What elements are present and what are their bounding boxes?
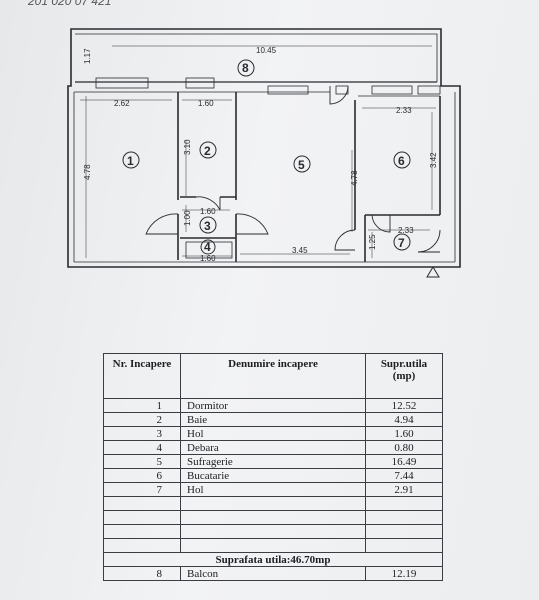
dim-room2-height: 3.10	[183, 139, 192, 155]
cell-area: 7.44	[365, 468, 443, 483]
dim-room7-width: 2.33	[398, 226, 414, 235]
cell-name: Debara	[180, 440, 366, 455]
door-room6	[371, 214, 391, 233]
room-number-1: 1	[127, 154, 134, 168]
window-4	[371, 85, 413, 95]
window-6	[335, 85, 349, 95]
cell-name: Baie	[180, 412, 366, 427]
outer-wall-inner	[75, 33, 438, 82]
door-room1	[145, 213, 179, 235]
cell-name: Sufragerie	[180, 454, 366, 469]
dim-room1-height: 4.78	[83, 164, 92, 180]
cell-nr: 2	[103, 412, 181, 427]
header-area: Supr.utila (mp)	[365, 353, 443, 399]
table-row-empty	[103, 524, 443, 539]
cell-nr: 7	[103, 482, 181, 497]
window-2	[185, 77, 215, 89]
cell-area: 0.80	[365, 440, 443, 455]
header-name: Denumire incapere	[180, 353, 366, 399]
dim-balcony-depth: 1.17	[83, 48, 92, 64]
dim-living-bottom: 3.45	[292, 246, 308, 255]
room-number-6: 6	[398, 154, 405, 168]
dim-room1-width: 2.62	[114, 99, 130, 108]
cell-area: 4.94	[365, 412, 443, 427]
entrance-marker	[426, 266, 440, 278]
room-number-8: 8	[242, 61, 249, 75]
floor-plan: 10.45 1.17 2.62 1.60 2.33 4.78 3.10 4.78…	[67, 28, 461, 278]
handwritten-note: 201 020 07 421	[28, 0, 112, 8]
dim-room7-depth: 1.25	[368, 234, 377, 250]
top-room-line	[74, 91, 440, 97]
door-room5	[235, 213, 269, 235]
cell-area: 12.19	[365, 566, 443, 581]
cell-nr: 3	[103, 426, 181, 441]
room-number-3: 3	[204, 219, 211, 233]
cell-area: 2.91	[365, 482, 443, 497]
summary-row: Suprafata utila:46.70mp	[103, 552, 443, 567]
cell-nr: 5	[103, 454, 181, 469]
table-row-empty	[103, 510, 443, 525]
dim-room2-width: 1.60	[198, 99, 214, 108]
dim-storage-width: 1.60	[200, 254, 216, 263]
dim-room6-width: 2.33	[396, 106, 412, 115]
cell-name: Hol	[180, 482, 366, 497]
dim-hall-width: 1.60	[200, 207, 216, 216]
balcony-row: 8 Balcon 12.19	[103, 566, 443, 581]
cell-nr: 8	[103, 566, 181, 581]
dim-total-width: 10.45	[256, 46, 277, 55]
door-room7	[334, 229, 356, 251]
window-5	[417, 85, 441, 95]
dim-hall-depth: 1.00	[183, 210, 192, 226]
outer-wall	[67, 28, 461, 268]
cell-name: Hol	[180, 426, 366, 441]
header-nr: Nr. Incapere	[103, 353, 181, 399]
cell-nr: 1	[103, 398, 181, 413]
room-area-table: Nr. Incapere Denumire incapere Supr.util…	[103, 353, 443, 581]
window-1	[95, 77, 149, 89]
cell-name: Dormitor	[180, 398, 366, 413]
cell-area: 1.60	[365, 426, 443, 441]
cell-name: Bucatarie	[180, 468, 366, 483]
cell-name: Balcon	[180, 566, 366, 581]
storage-box	[185, 241, 233, 259]
dim-room6-height: 3.42	[429, 152, 438, 168]
cell-area: 12.52	[365, 398, 443, 413]
cell-nr: 6	[103, 468, 181, 483]
room-number-5: 5	[298, 158, 305, 172]
door-entrance	[417, 229, 441, 253]
door-balcony	[329, 85, 349, 105]
room-number-2: 2	[204, 144, 211, 158]
cell-nr: 4	[103, 440, 181, 455]
room-number-4: 4	[204, 240, 211, 254]
dim-lines	[80, 45, 436, 258]
total-usable-area: Suprafata utila:46.70mp	[103, 552, 443, 567]
cell-area: 16.49	[365, 454, 443, 469]
window-3	[267, 85, 309, 95]
table-header-row: Nr. Incapere Denumire incapere Supr.util…	[103, 353, 443, 399]
table-row-empty	[103, 496, 443, 511]
table-row-empty	[103, 538, 443, 553]
dim-room5-height: 4.78	[350, 170, 359, 186]
room-number-7: 7	[398, 236, 405, 250]
